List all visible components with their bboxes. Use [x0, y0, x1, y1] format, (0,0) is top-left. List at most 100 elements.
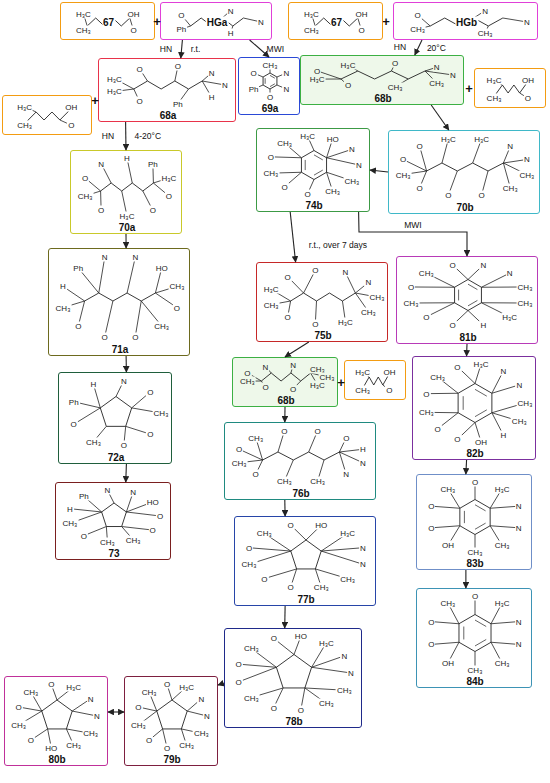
compound-number: 73: [107, 548, 120, 559]
atom-label: N: [129, 488, 137, 497]
atom-label: CH₃: [243, 644, 260, 653]
atom-label: O: [524, 94, 532, 103]
atom-label: CH₃: [243, 693, 260, 702]
atom-label: CH₃: [193, 729, 210, 738]
atom-label: H₃C: [119, 212, 136, 221]
ring-bonds: [276, 655, 311, 688]
bond-line: [431, 526, 460, 528]
atom-label: O: [471, 592, 479, 601]
double-bonds: [463, 389, 487, 416]
compound-number: 82b: [465, 448, 484, 459]
atom-label: O: [287, 582, 295, 591]
atom-label: N: [283, 69, 291, 78]
atom-label: N: [341, 651, 349, 660]
ring-bonds: [102, 503, 127, 527]
atom-label: H₃C: [303, 9, 320, 18]
atom-label: N: [359, 543, 367, 552]
compound-number: HGb: [455, 17, 478, 28]
atom-label: H₃C: [337, 317, 354, 326]
bond-line: [431, 642, 459, 644]
reaction-arrow: [284, 606, 285, 628]
atom-label: O: [47, 680, 55, 689]
atom-label: CH₃: [418, 408, 435, 417]
atom-label: O: [135, 64, 143, 73]
atom-label: O: [284, 272, 292, 281]
atom-label: O: [416, 142, 424, 151]
atom-label: H: [227, 29, 235, 38]
reaction-arrow: [359, 212, 467, 256]
atom-label: H: [123, 154, 131, 163]
chain-bonds: [134, 81, 202, 89]
reagent-label: HN: [102, 131, 114, 141]
compound-number: 83b: [465, 558, 484, 569]
condition-label: r.t., over 7 days: [309, 240, 367, 250]
chain-bonds: [427, 163, 504, 171]
atom-label: O: [249, 69, 257, 78]
atom-label: H₃C: [318, 638, 335, 647]
atom-label: O: [357, 26, 365, 35]
atom-label: CH₃: [262, 169, 279, 178]
atom-label: H₃C: [354, 367, 371, 376]
atom-label: OH: [521, 75, 535, 84]
reagent-label: HN: [394, 42, 406, 52]
atom-label: CH₃: [336, 686, 353, 695]
reaction-arrow: [370, 170, 388, 172]
atom-label: O: [427, 617, 435, 626]
atom-label: OH: [441, 541, 455, 550]
atom-label: O: [163, 743, 171, 752]
atom-label: H₃C: [16, 102, 33, 111]
atom-label: Ph: [147, 159, 159, 168]
atom-label: H₃C: [486, 75, 503, 84]
atom-label: HO: [326, 134, 340, 143]
atom-label: CH₃: [318, 699, 335, 708]
reaction-arrow: [465, 460, 467, 474]
atom-label: Ph: [175, 25, 187, 34]
atom-label: CH₃: [141, 687, 158, 696]
compound-number: 77b: [296, 594, 315, 605]
compound-box: H₃COHOCH₃: [474, 68, 546, 108]
atom-label: N: [131, 253, 139, 262]
compound-box: OCH₃NNOPh69a: [238, 57, 300, 115]
ring-bonds: [100, 397, 131, 427]
atom-label: O: [260, 574, 268, 583]
atom-label: CH₃: [153, 409, 170, 418]
plus-sign: +: [91, 93, 99, 108]
reaction-arrow: [125, 464, 127, 482]
atom-label: CH₃: [125, 535, 142, 544]
atom-label: O: [145, 736, 153, 745]
atom-label: O: [289, 384, 297, 393]
atom-label: N: [203, 712, 211, 721]
compound-number: 68b: [276, 395, 295, 406]
atom-label: CH₃: [494, 541, 511, 550]
atom-label: OH: [355, 9, 369, 18]
atom-label: CH₃: [99, 537, 116, 546]
bond-line: [70, 509, 102, 512]
ring-bonds: [459, 615, 491, 652]
bond-line: [264, 569, 296, 579]
atom-label: N: [289, 361, 297, 370]
atom-label: N: [449, 71, 457, 80]
compound-number: 79b: [162, 754, 181, 765]
chain-bonds: [341, 71, 425, 79]
atom-label: O: [134, 702, 142, 711]
atom-label: CH₃: [75, 26, 92, 35]
bond-line: [239, 667, 277, 682]
atom-label: H: [479, 320, 487, 329]
double-bonds: [459, 284, 478, 306]
atom-label: CH₃: [130, 721, 147, 730]
bond-line: [431, 506, 460, 508]
atom-label: CH₃: [440, 484, 457, 493]
atom-label: CH₃: [494, 658, 511, 667]
reaction-arrow: [126, 356, 127, 372]
atom-label: H₃C: [309, 75, 326, 84]
chain-bonds: [101, 183, 154, 191]
atom-label: O: [270, 634, 278, 643]
bond-line: [249, 548, 291, 551]
atom-label: N: [120, 376, 128, 385]
atom-label: N: [515, 523, 523, 532]
bond-line: [431, 622, 459, 624]
atom-label: H: [90, 380, 98, 389]
atom-label: O: [471, 478, 479, 487]
atom-label: Ph: [78, 492, 90, 501]
chain-bonds: [28, 112, 68, 120]
